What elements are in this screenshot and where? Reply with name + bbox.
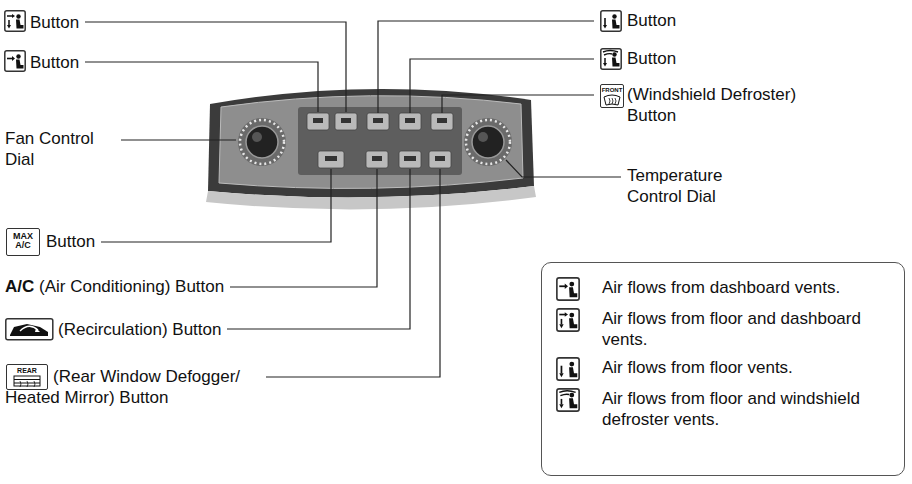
legend-text: Air flows from dashboard vents. [602,277,877,298]
leader-line [266,169,440,377]
leader-line [378,21,594,113]
mode-icon [601,11,621,31]
leader-line [85,22,346,112]
legend-entry: Air flows from dashboard vents. [556,277,890,301]
legend-box: Air flows from dashboard vents. Air flows… [541,262,905,476]
part-label: Button [30,52,79,73]
defogger-grid [8,374,46,388]
legend-text: Air flows from floor and windshield defr… [602,388,877,430]
leader-line [506,160,621,177]
part-label: A/C [5,276,34,297]
leader-line [410,59,594,113]
leader-line [442,95,594,113]
legend-icon [556,388,580,412]
legend-icon [556,277,580,301]
part-label: (Windshield Defroster) Button [627,84,797,126]
mode-icon [5,51,25,71]
icon-text: REAR [7,367,47,374]
leader-line [101,169,331,242]
legend-text: Air flows from floor vents. [602,357,877,378]
leader-line [85,62,318,112]
leader-line [121,139,236,140]
rear-defogger-icon: REAR [6,364,48,390]
icon-text: MAX A/C [7,232,39,250]
mode-icon [5,11,25,31]
legend-text: Air flows from floor and dashboard vents… [602,308,877,350]
mode-icon [601,49,621,69]
legend-icon [556,357,580,381]
part-label: (Rear Window Defogger/ Heated Mirror) Bu… [5,366,260,408]
part-label: Button [627,10,676,31]
leader-line [227,169,410,329]
legend-entry: Air flows from floor vents. [556,357,890,381]
windshield-defroster-icon: FRONT [600,84,624,108]
defroster-symbol [602,93,622,107]
icon-text: FRONT [601,87,623,93]
part-label: Fan Control Dial [5,128,115,170]
recirculation-icon [6,319,53,340]
leader-line [230,169,377,287]
legend-entry: Air flows from floor and dashboard vents… [556,308,890,350]
part-label: Button [627,48,676,69]
max-ac-icon: MAX A/C [6,228,40,256]
part-label: (Recirculation) Button [58,319,221,340]
part-label: Button [30,12,79,33]
legend-entry: Air flows from floor and windshield defr… [556,388,890,430]
legend-icon [556,308,580,332]
part-label: (Air Conditioning) Button [39,276,224,297]
part-label: Temperature Control Dial [627,165,767,207]
part-label: Button [46,231,95,252]
